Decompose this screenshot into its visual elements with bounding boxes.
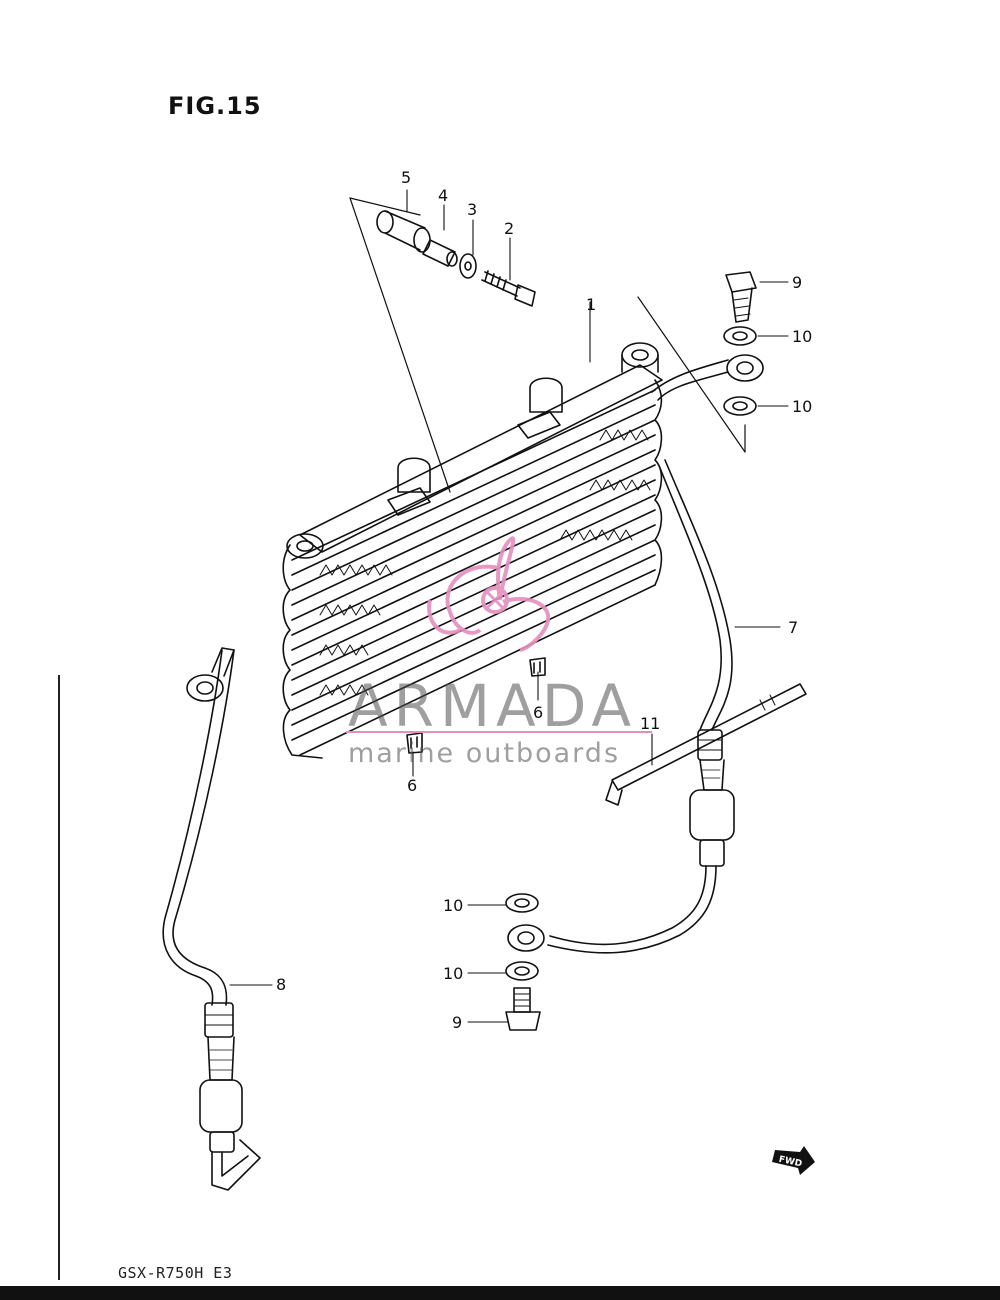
callout-4: 4 [438,186,449,205]
washer-part-10-c [505,893,539,913]
callout-11: 11 [640,714,661,733]
callout-8: 8 [276,975,287,994]
callout-9-top: 9 [792,273,803,292]
leader-lines [229,189,789,1023]
clamp-band-part-11 [605,683,807,806]
callout-6-a: 6 [533,703,544,722]
collar-part-4 [422,239,458,267]
fwd-arrow: FWD [772,1146,815,1175]
callout-9-bottom: 9 [452,1013,463,1032]
oil-hose-part-7 [547,459,735,954]
callout-10-a: 10 [792,327,813,346]
callout-5: 5 [401,168,412,187]
watermark-title: ARMADA [348,672,638,740]
washer-part-10-d [505,961,539,981]
washer-part-3 [459,253,477,279]
banjo-fitting-top [651,354,764,401]
callout-10-c: 10 [443,896,464,915]
clip-part-6-a [529,657,546,677]
callout-3: 3 [467,200,478,219]
watermark-tagline: marine outboards [348,738,621,769]
bolt-part-2 [481,270,536,307]
callout-10-b: 10 [792,397,813,416]
watermark-logo [427,536,551,652]
oil-cooler [282,342,663,759]
washer-part-10-b [723,396,757,416]
washer-part-10-a [723,326,757,346]
oil-hose-part-8 [162,647,261,1191]
banjo-fitting-bottom [507,924,545,952]
union-bolt-part-9-top [725,271,757,323]
bottom-border [0,1286,1000,1300]
margin-rule [58,675,60,1280]
figure-title: FIG.15 [168,92,262,120]
model-code: GSX-R750H E3 [118,1264,233,1282]
callout-2: 2 [504,219,515,238]
callout-6-b: 6 [407,776,418,795]
svg-text:FWD: FWD [778,1155,803,1170]
grommet-part-5 [376,210,431,253]
callout-1: 1 [586,295,597,314]
union-bolt-part-9-bottom [505,987,541,1031]
callout-7: 7 [788,618,799,637]
callout-10-d: 10 [443,964,464,983]
clip-part-6-b [406,732,423,754]
